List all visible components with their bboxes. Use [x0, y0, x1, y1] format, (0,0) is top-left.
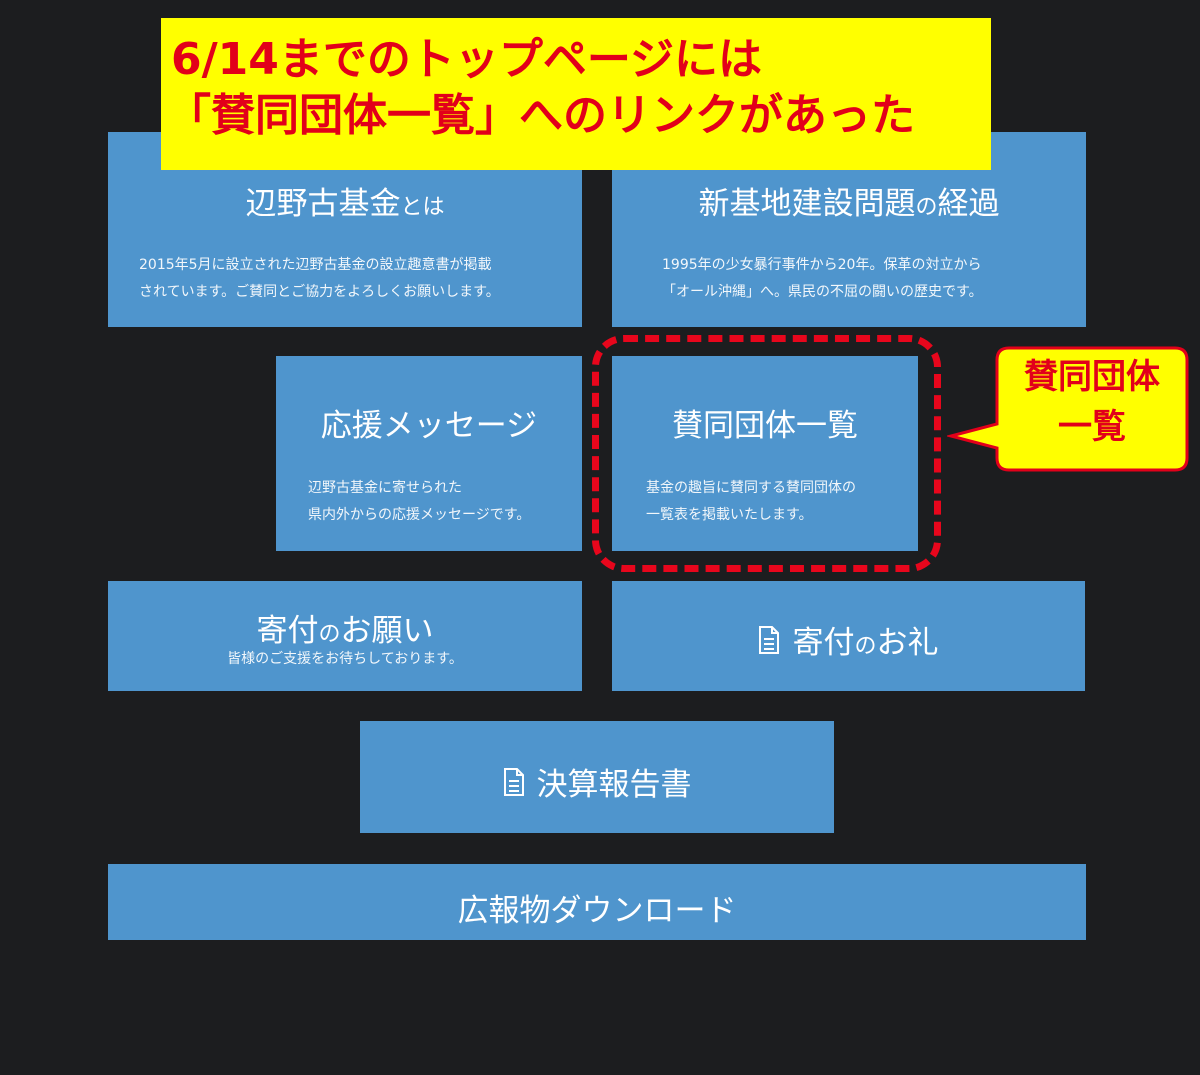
tile-pr-download[interactable]: 広報物ダウンロード — [108, 864, 1086, 940]
document-icon — [503, 767, 525, 796]
tile-donation-request[interactable]: 寄付のお願い 皆様のご支援をお待ちしております。 — [108, 581, 582, 691]
tile-financial-report-title: 決算報告書 — [536, 767, 692, 803]
tile-financial-report[interactable]: 決算報告書 — [360, 721, 834, 833]
annotation-banner: 6/14までのトップページには 「賛同団体一覧」へのリンクがあった — [161, 18, 991, 170]
tile-supporter-organizations-title: 賛同団体一覧 — [672, 408, 858, 444]
tile-about-fund-description: 2015年5月に設立された辺野古基金の設立趣意書が掲載 されています。ご賛同とご… — [139, 257, 500, 300]
tile-donation-thanks[interactable]: 寄付のお礼 — [612, 581, 1085, 691]
tile-support-messages-description: 辺野古基金に寄せられた 県内外からの応援メッセージです。 — [308, 480, 531, 523]
tile-support-messages-title: 応援メッセージ — [320, 408, 538, 444]
tile-donation-request-subtitle: 皆様のご支援をお待ちしております。 — [227, 651, 463, 667]
tile-donation-request-title: 寄付のお願い — [256, 613, 434, 649]
callout-bubble: 賛同団体 一覧 — [947, 344, 1191, 474]
callout-line-2: 一覧 — [1058, 407, 1126, 447]
tile-pr-download-title: 広報物ダウンロード — [457, 893, 737, 929]
tile-supporter-organizations-description: 基金の趣旨に賛同する賛同団体の 一覧表を掲載いたします。 — [646, 480, 856, 523]
callout-line-1: 賛同団体 — [1024, 357, 1160, 397]
tile-base-history-description: 1995年の少女暴行事件から20年。保革の対立から 「オール沖縄」へ。県民の不屈… — [662, 257, 983, 300]
annotation-line-2: 「賛同団体一覧」へのリンクがあった — [167, 90, 915, 141]
tile-donation-thanks-title: 寄付のお礼 — [792, 625, 939, 661]
tile-base-history-title: 新基地建設問題の経過 — [698, 186, 1000, 222]
tile-supporter-organizations[interactable]: 賛同団体一覧 基金の趣旨に賛同する賛同団体の 一覧表を掲載いたします。 — [612, 356, 918, 551]
document-icon — [758, 625, 780, 654]
annotation-line-1: 6/14までのトップページには — [171, 34, 763, 85]
tile-support-messages[interactable]: 応援メッセージ 辺野古基金に寄せられた 県内外からの応援メッセージです。 — [276, 356, 582, 551]
tile-about-fund-title: 辺野古基金とは — [245, 186, 445, 222]
